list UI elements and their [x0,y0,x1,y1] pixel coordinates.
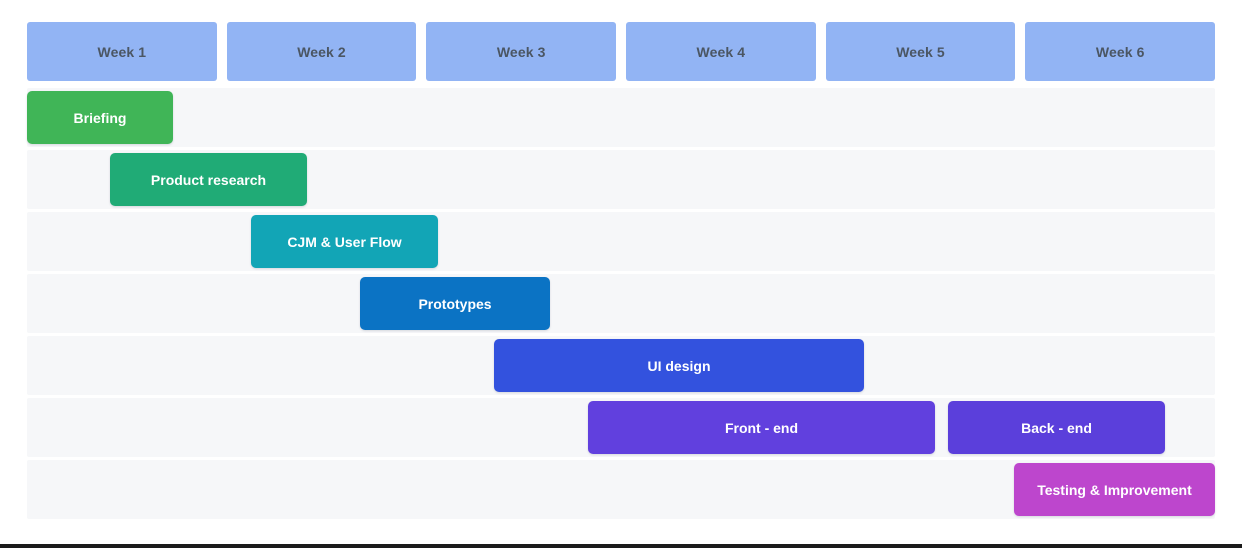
task-bar[interactable]: Briefing [27,91,173,144]
task-row-track [27,274,1215,333]
week-header-cell-4[interactable]: Week 4 [626,22,816,81]
week-header-label: Week 2 [297,43,346,60]
task-bar-label: UI design [647,357,711,374]
task-bar-label: Testing & Improvement [1037,481,1192,498]
task-bar[interactable]: Front - end [588,401,935,454]
week-header-label: Week 5 [896,43,945,60]
week-header-label: Week 3 [496,43,546,60]
timeline-header: Week 1 Week 2 Week 3 Week 4 Week 5 Week 6 [27,22,1216,81]
task-bar[interactable]: Product research [110,153,307,206]
task-bar[interactable]: Prototypes [360,277,550,330]
task-bar-label: Front - end [724,419,799,436]
task-row-track [27,212,1215,271]
week-header-label: Week 6 [1095,43,1145,60]
task-bar[interactable]: Testing & Improvement [1014,463,1215,516]
week-header-cell-2[interactable]: Week 2 [226,22,417,81]
week-header-cell-3[interactable]: Week 3 [426,22,617,81]
task-bar-label: Product research [150,171,267,188]
task-bar-label: CJM & User Flow [287,233,402,250]
task-bar[interactable]: UI design [494,339,864,392]
task-bar[interactable]: Back - end [948,401,1165,454]
week-header-label: Week 1 [97,43,147,60]
task-bar-label: Briefing [73,109,127,126]
task-row-track [27,88,1215,147]
week-header-cell-6[interactable]: Week 6 [1025,22,1216,81]
task-bar[interactable]: CJM & User Flow [251,215,438,268]
bottom-frame-rule [0,544,1242,548]
task-bar-label: Prototypes [418,295,492,312]
week-header-cell-5[interactable]: Week 5 [825,22,1016,81]
week-header-cell-1[interactable]: Week 1 [27,22,217,81]
week-header-label: Week 4 [696,43,746,60]
task-bar-label: Back - end [1021,419,1092,436]
